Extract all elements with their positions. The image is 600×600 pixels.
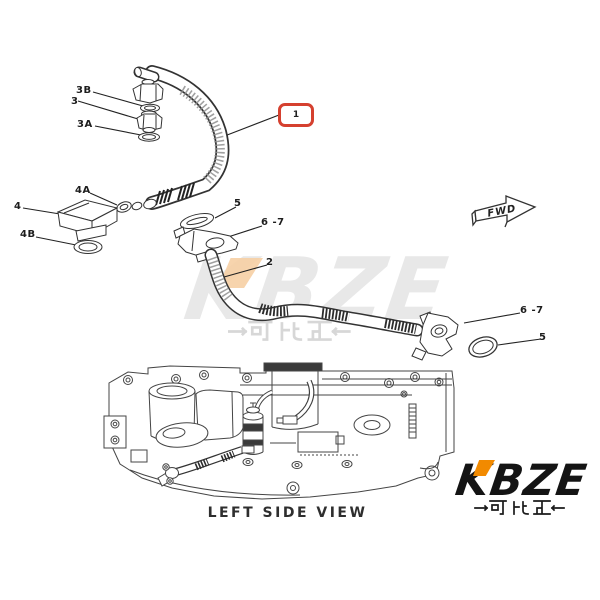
hose-assembly-1 (131, 65, 230, 211)
callout-4: 4 (14, 201, 22, 212)
callout-3: 3 (71, 96, 79, 107)
leader-lines (22, 91, 542, 346)
callout-6-7-left: 6 -7 (261, 217, 285, 228)
fwd-arrow (471, 195, 537, 228)
installed-tube (157, 445, 255, 487)
item-1-highlight-box: 1 (278, 103, 314, 127)
watermark-subtext-glyphs (228, 320, 351, 341)
seal-4a (116, 201, 132, 213)
gasket-5-left (179, 212, 215, 230)
callout-3a: 3A (77, 119, 93, 130)
item-1-label: 1 (292, 110, 300, 120)
bolt-holes (123, 370, 444, 495)
canister (242, 402, 264, 455)
clamp-6-7-left (173, 226, 239, 263)
callout-5-right: 5 (539, 332, 547, 343)
cover-4 (56, 199, 119, 254)
intake-tower (253, 362, 323, 430)
view-caption: LEFT SIDE VIEW (207, 505, 368, 521)
logo-subtext-text: 可比正 (440, 452, 441, 453)
callout-5-left: 5 (234, 198, 242, 209)
fitting-stack (132, 79, 164, 142)
engine-left-side-view-drawing (103, 362, 455, 500)
callout-3b: 3B (76, 85, 92, 96)
seal-5-right (468, 336, 498, 358)
callout-2: 2 (266, 257, 274, 268)
logo-subtext-glyphs (474, 500, 565, 515)
hose-nut (132, 83, 164, 104)
clamp-6-7-right (411, 311, 459, 361)
tube-assembly-2 (204, 248, 424, 337)
brand-logo: KBZE 可比正 (440, 452, 600, 527)
callout-4b: 4B (20, 229, 36, 240)
callout-6-7-right: 6 -7 (520, 305, 544, 316)
cover-neck (75, 224, 107, 242)
callout-4a: 4A (75, 185, 91, 196)
